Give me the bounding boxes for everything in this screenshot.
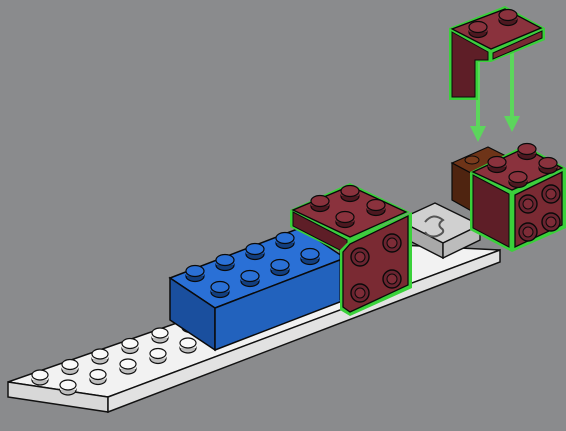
white-stud xyxy=(120,359,136,374)
red-stud xyxy=(499,10,517,26)
red-stud xyxy=(539,158,557,174)
red-stud xyxy=(311,196,329,212)
white-stud xyxy=(152,328,168,343)
white-stud xyxy=(150,349,166,364)
blue-stud xyxy=(216,255,234,271)
dark-red-bracket-incoming xyxy=(449,6,545,100)
white-stud xyxy=(122,339,138,354)
red-stud xyxy=(367,200,385,216)
white-stud xyxy=(32,370,48,385)
white-stud xyxy=(92,349,108,364)
red-stud xyxy=(336,212,354,228)
red-side-stud xyxy=(542,185,560,203)
red-stud xyxy=(518,144,536,160)
red-side-stud xyxy=(351,248,369,266)
blue-stud xyxy=(276,233,294,249)
blue-stud xyxy=(186,266,204,282)
red-side-stud xyxy=(383,270,401,288)
white-stud xyxy=(180,338,196,353)
red-side-stud xyxy=(383,234,401,252)
blue-stud xyxy=(271,260,289,276)
blue-stud xyxy=(246,244,264,260)
red-side-stud xyxy=(519,223,537,241)
red-stud xyxy=(469,22,487,38)
red-side-stud xyxy=(351,284,369,302)
white-stud xyxy=(62,360,78,375)
blue-stud xyxy=(211,282,229,298)
red-side-stud xyxy=(519,195,537,213)
arrow-head-left-icon xyxy=(470,126,486,142)
red-stud xyxy=(341,186,359,202)
red-stud xyxy=(509,172,527,188)
blue-stud xyxy=(241,271,259,287)
white-stud xyxy=(60,380,76,395)
white-stud xyxy=(90,370,106,385)
arrow-head-right-icon xyxy=(504,116,520,132)
red-side-stud xyxy=(542,213,560,231)
blue-stud xyxy=(301,249,319,265)
red-stud xyxy=(488,157,506,173)
